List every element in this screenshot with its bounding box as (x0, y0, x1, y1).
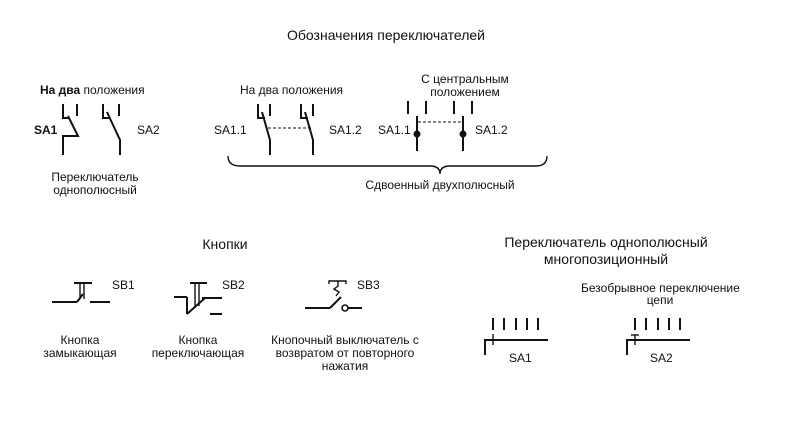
sa1-label: SA1 (34, 123, 58, 137)
two-position-heading: На два положения (240, 83, 343, 97)
sb2-caption-2: переключающая (152, 346, 245, 360)
multiposition-sa2-label: SA2 (650, 351, 673, 365)
sb3-button-symbol (305, 280, 362, 312)
sa1-switch-symbol (62, 104, 80, 155)
sa2-caption-1: Безобрывное переключение (581, 281, 740, 295)
sb2-label: SB2 (222, 278, 245, 292)
sb1-caption-1: Кнопка (61, 333, 100, 347)
multiposition-heading-2: многопозиционный (544, 251, 668, 267)
multiposition-sa1-label: SA1 (509, 351, 532, 365)
center-position-heading-2: положением (430, 85, 500, 99)
sa2-caption-2: цепи (647, 293, 674, 307)
sb1-label: SB1 (112, 278, 135, 292)
sb3-caption-1: Кнопочный выключатель с (271, 333, 419, 347)
multiposition-sa1-symbol (484, 318, 548, 355)
single-pole-heading-rest: положения (80, 83, 144, 97)
center-position-contacts (407, 101, 473, 151)
sa2-switch-symbol (102, 104, 121, 155)
center-position-heading-1: С центральным (421, 72, 509, 86)
single-pole-heading: На два положения (40, 83, 145, 97)
center-position-sa1-2-label: SA1.2 (475, 123, 508, 137)
double-pole-caption: Сдвоенный двухполюсный (365, 178, 514, 192)
grouping-brace (227, 155, 548, 175)
two-position-sa1-1-label: SA1.1 (214, 123, 247, 137)
sa2-label: SA2 (137, 123, 160, 137)
sb2-button-symbol (174, 282, 222, 315)
single-pole-caption-2: однополюсный (53, 183, 137, 197)
two-position-switch-1 (257, 104, 271, 155)
multiposition-heading-1: Переключатель однополюсный (504, 234, 707, 250)
sb1-caption-2: замыкающая (43, 346, 116, 360)
buttons-heading: Кнопки (202, 236, 247, 252)
center-position-sa1-1-label: SA1.1 (378, 123, 411, 137)
sb2-caption-1: Кнопка (179, 333, 218, 347)
multiposition-sa2-symbol (626, 318, 690, 355)
single-pole-heading-bold: На два (40, 83, 81, 97)
diagram-title: Обозначения переключателей (287, 27, 485, 43)
sb3-label: SB3 (357, 278, 380, 292)
sb3-caption-3: нажатия (322, 359, 368, 373)
two-position-switch-2 (300, 104, 314, 155)
two-position-sa1-2-label: SA1.2 (329, 123, 362, 137)
single-pole-caption-1: Переключатель (51, 170, 138, 184)
sb3-caption-2: возвратом от повторного (276, 346, 415, 360)
sb1-button-symbol (52, 282, 110, 303)
